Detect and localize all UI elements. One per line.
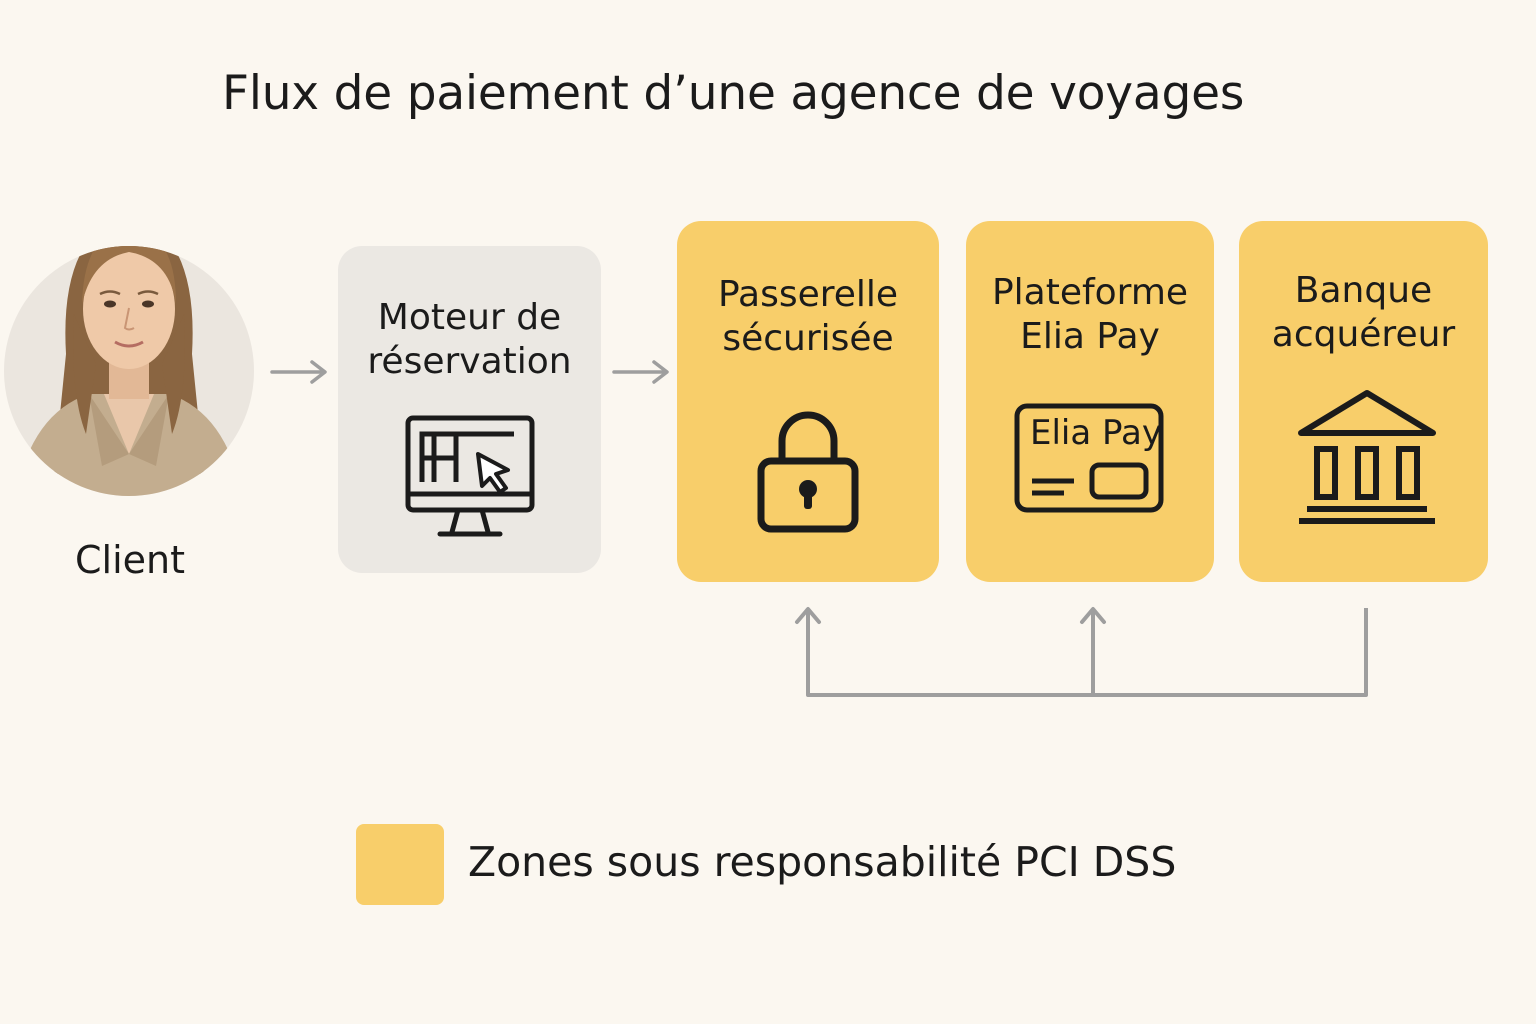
booking-engine-label: Moteur de réservation (367, 297, 572, 382)
acquiring-bank-label: Banque acquéreur (1271, 270, 1456, 355)
computer-monitor-icon (405, 415, 535, 537)
card-icon: Elia Pay (1014, 403, 1164, 513)
padlock-icon (757, 411, 859, 533)
card-brand-text: Elia Pay (1030, 413, 1162, 453)
arrow-engine-to-gateway (612, 360, 669, 384)
diagram-title: Flux de paiement d’une agence de voyages (222, 66, 1245, 121)
secure-gateway-label: Passerelle sécurisée (717, 274, 899, 359)
secure-gateway-box: Passerelle sécurisée (677, 221, 939, 582)
legend-swatch (356, 824, 444, 905)
client-portrait (4, 246, 254, 496)
acquiring-bank-box: Banque acquéreur (1239, 221, 1488, 582)
elia-pay-platform-box: Plateforme Elia Pay Elia Pay (966, 221, 1214, 582)
booking-engine-box: Moteur de réservation (338, 246, 601, 573)
client-label: Client (74, 538, 185, 582)
elia-pay-platform-label: Plateforme Elia Pay (991, 272, 1189, 357)
arrow-client-to-engine (270, 360, 327, 384)
bank-icon (1298, 390, 1436, 524)
legend-label: Zones sous responsabilité PCI DSS (468, 838, 1177, 886)
